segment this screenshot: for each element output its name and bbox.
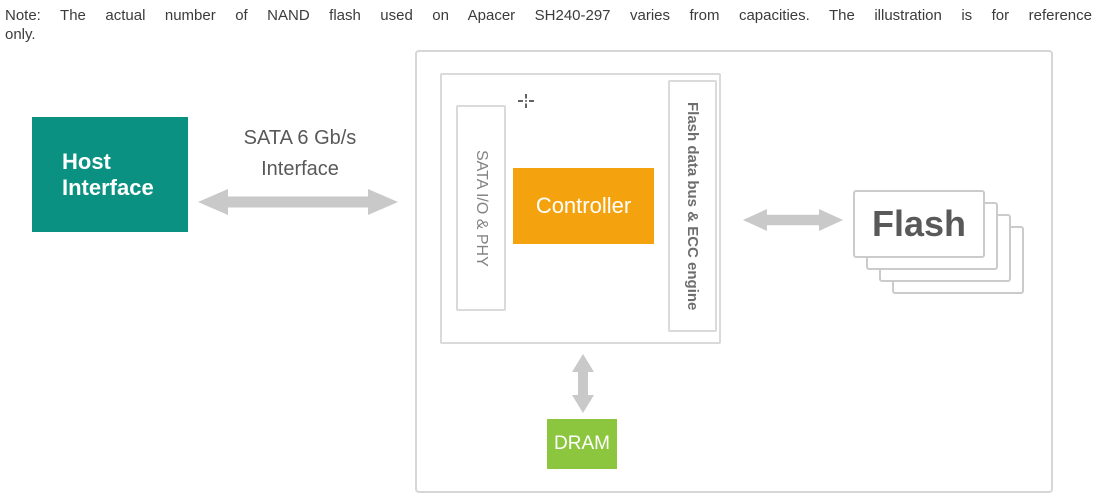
sata-interface-label-line1: SATA 6 Gb/s — [243, 127, 357, 149]
controller-box: Controller — [513, 168, 654, 244]
crosshair-cursor-icon — [518, 93, 534, 109]
double-arrow-horizontal-icon — [743, 209, 843, 231]
note-text: Note: The actual number of NAND flash us… — [5, 6, 1092, 44]
controller-to-dram-arrow — [572, 354, 594, 413]
host-to-ssd-arrow — [198, 187, 398, 217]
flash-box: Flash — [853, 190, 985, 258]
dram-label: DRAM — [554, 433, 610, 454]
flash-stack: Flash — [853, 190, 1024, 294]
sata-interface-label: SATA 6 Gb/s Interface — [200, 123, 400, 185]
flash-bus-ecc-box: Flash data bus & ECC engine — [668, 80, 717, 332]
host-label-line1: Host — [62, 148, 111, 174]
sata-io-phy-box: SATA I/O & PHY — [456, 105, 506, 311]
dram-box: DRAM — [547, 419, 617, 469]
double-arrow-vertical-icon — [572, 354, 594, 413]
double-arrow-horizontal-icon — [198, 189, 398, 215]
sata-interface-label-line2: Interface — [261, 158, 339, 180]
host-interface-box: Host Interface — [32, 117, 188, 232]
note-line-1: Note: The actual number of NAND flash us… — [5, 7, 1092, 24]
sata-io-phy-label: SATA I/O & PHY — [473, 149, 490, 267]
host-label-line2: Interface — [62, 174, 154, 200]
flash-label: Flash — [871, 203, 967, 244]
controller-label: Controller — [535, 193, 632, 218]
flash-bus-ecc-label: Flash data bus & ECC engine — [684, 101, 701, 311]
controller-to-flash-arrow — [743, 205, 843, 235]
note-line-2: only. — [5, 26, 36, 43]
